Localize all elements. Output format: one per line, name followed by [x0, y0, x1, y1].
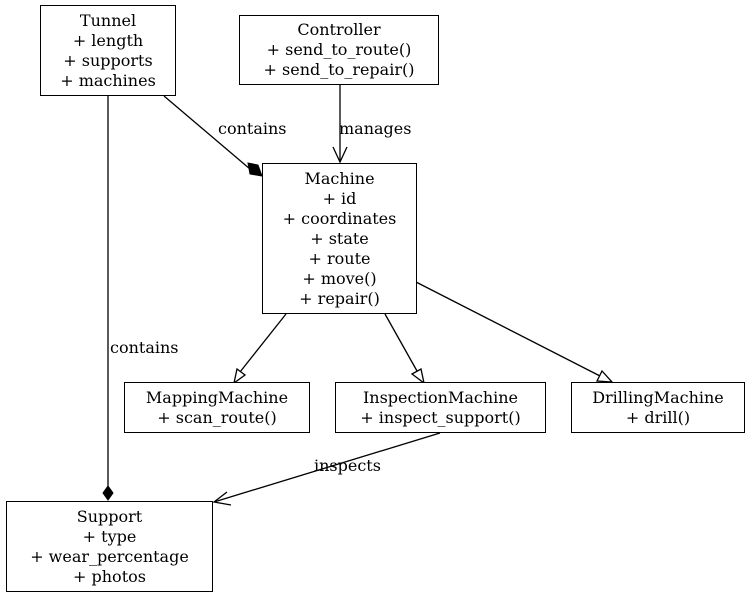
class-member: + coordinates [282, 208, 397, 228]
edge-label-contains: contains [110, 338, 179, 357]
class-name: InspectionMachine [362, 387, 519, 407]
class-member: + move() [302, 268, 377, 288]
class-member: + repair() [299, 288, 380, 308]
class-member: + supports [63, 50, 153, 70]
edge-inspection-machine [384, 313, 418, 372]
class-member: + id [322, 188, 357, 208]
edge-label-manages: manages [339, 119, 412, 138]
composition-diamond-icon [102, 485, 114, 501]
class-member: + type [82, 526, 137, 546]
composition-diamond-icon [247, 162, 263, 177]
edge-label-contains: contains [218, 119, 287, 138]
edge-inspection-support [213, 432, 441, 503]
class-member: + send_to_repair() [263, 60, 415, 79]
class-member: + send_to_route() [266, 40, 412, 59]
edge-mapping-machine [239, 313, 287, 373]
inheritance-triangle-icon [233, 367, 247, 385]
class-name: Tunnel [79, 10, 137, 30]
class-member: + length [72, 30, 144, 50]
class-name: Machine [304, 168, 375, 188]
class-drilling-machine: DrillingMachine + drill() [571, 382, 745, 433]
class-member: + inspect_support() [360, 407, 521, 427]
class-controller: Controller + send_to_route() + send_to_r… [239, 15, 439, 85]
inheritance-triangle-icon [595, 369, 614, 383]
class-name: DrillingMachine [592, 387, 724, 407]
class-mapping-machine: MappingMachine + scan_route() [124, 382, 310, 433]
class-inspection-machine: InspectionMachine + inspect_support() [335, 382, 546, 433]
class-member: + route [308, 248, 371, 268]
class-member: + wear_percentage [30, 546, 189, 566]
class-member: + drill() [625, 407, 691, 427]
edge-drilling-machine [415, 281, 601, 377]
arrow-head-icon [332, 146, 348, 164]
edge-label-inspects: inspects [314, 456, 381, 475]
class-member: + scan_route() [157, 407, 277, 427]
inheritance-triangle-icon [410, 368, 425, 385]
class-machine: Machine + id + coordinates + state + rou… [262, 163, 417, 314]
class-member: + state [310, 228, 369, 248]
class-tunnel: Tunnel + length + supports + machines [40, 5, 176, 96]
class-member: + photos [73, 566, 146, 586]
arrow-head-icon [212, 491, 232, 506]
edge-tunnel-machine [163, 95, 251, 170]
class-name: Support [76, 506, 143, 526]
class-name: Controller [297, 20, 381, 39]
class-name: MappingMachine [145, 387, 289, 407]
class-support: Support + type + wear_percentage + photo… [6, 501, 213, 592]
class-member: + machines [60, 70, 156, 90]
